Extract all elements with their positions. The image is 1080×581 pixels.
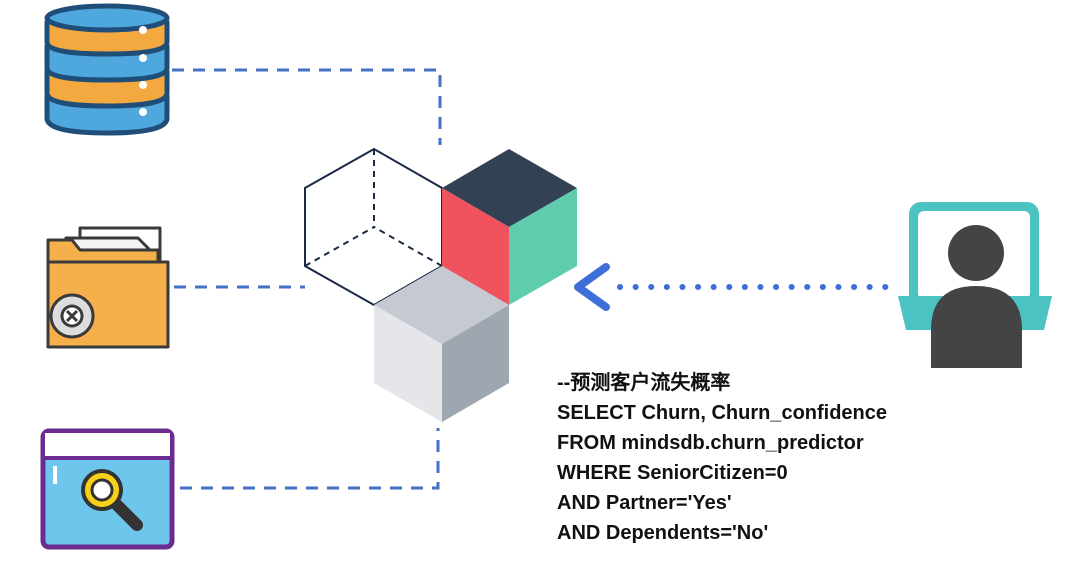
browser-search-icon [40,428,175,550]
sql-comment-line: --预测客户流失概率 [557,372,731,394]
sql-from-line: FROM mindsdb.churn_predictor [557,432,864,454]
sql-select-line: SELECT Churn, Churn_confidence [557,402,888,424]
sql-query: --预测客户流失概率 SELECT Churn, Churn_confidenc… [557,368,887,548]
database-connector [172,68,442,145]
database-icon [44,3,170,136]
browser-connector [180,428,440,490]
sql-and-dependents-line: AND Dependents='No' [557,522,769,544]
arrow-left-icon [574,263,903,311]
user-at-computer-icon [898,202,1052,368]
gear-icon [49,293,95,339]
mindsdb-cube-icon [304,147,577,422]
sql-and-partner-line: AND Partner='Yes' [557,492,732,514]
connector-lines [172,68,442,490]
sql-where-line: WHERE SeniorCitizen=0 [557,462,788,484]
magnifier-icon [81,469,143,531]
grey-cube [374,266,509,422]
folder-settings-icon [46,226,170,349]
